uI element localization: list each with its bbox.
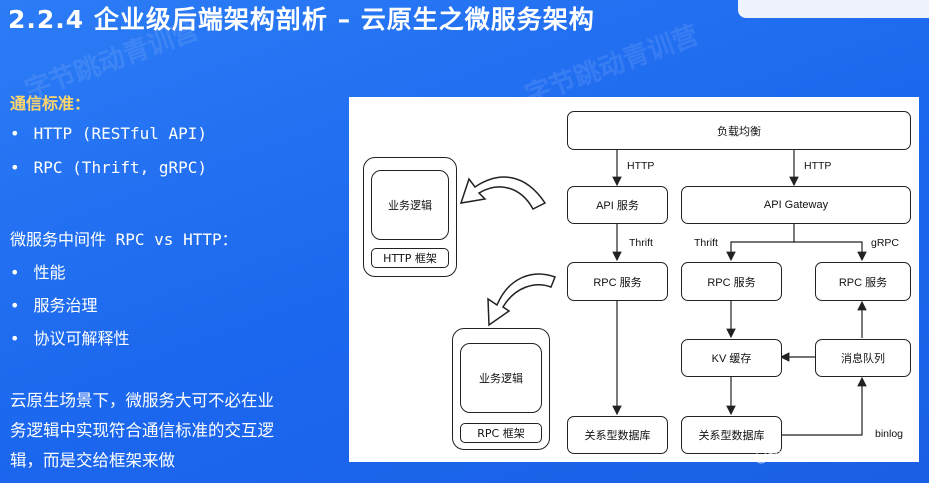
architecture-diagram: 负载均衡 HTTP HTTP API 服务 API Gateway Thrift… [349, 97, 919, 462]
relational-db-box: 关系型数据库 [567, 416, 668, 454]
section-heading-middleware: 微服务中间件 RPC vs HTTP： [10, 230, 238, 249]
list-item: HTTP (RESTful API) [10, 124, 207, 143]
paragraph-line: 务逻辑中实现符合通信标准的交互逻 [10, 421, 274, 440]
list-item: 协议可解释性 [10, 325, 129, 349]
business-logic-box: 业务逻辑 [460, 343, 542, 413]
rpc-service-box: RPC 服务 [815, 262, 911, 301]
protocol-label: gRPC [871, 237, 900, 249]
business-logic-box: 业务逻辑 [371, 170, 449, 240]
top-right-toolbar [738, 0, 929, 18]
protocol-label: HTTP [804, 160, 832, 172]
framework-label: HTTP 框架 [371, 248, 449, 268]
list-item: 服务治理 [10, 292, 97, 316]
protocol-label: Thrift [629, 237, 653, 249]
binlog-label: binlog [875, 428, 904, 440]
protocol-label: HTTP [627, 160, 655, 172]
api-gateway-box: API Gateway [681, 186, 911, 224]
message-queue-box: 消息队列 [815, 339, 911, 377]
curved-arrow-icon [487, 273, 556, 327]
http-framework-box: 业务逻辑 HTTP 框架 [363, 157, 457, 277]
diagram-connectors [459, 149, 867, 436]
list-item: 性能 [10, 259, 65, 283]
rpc-service-box: RPC 服务 [681, 262, 782, 301]
footer-watermark: @稀土掘金技术社区 [754, 449, 880, 465]
kv-cache-box: KV 缓存 [681, 339, 782, 377]
rpc-service-box: RPC 服务 [567, 262, 668, 301]
list-item: RPC (Thrift, gRPC) [10, 158, 207, 177]
paragraph-line: 辑，而是交给框架来做 [10, 451, 175, 470]
protocol-label: Thrift [694, 237, 718, 249]
framework-label: RPC 框架 [460, 423, 542, 443]
curved-arrow-icon [459, 176, 547, 210]
section-heading-communication: 通信标准： [10, 94, 91, 113]
paragraph-line: 云原生场景下，微服务大可不必在业 [10, 391, 274, 410]
slide-title: 2.2.4 企业级后端架构剖析 – 云原生之微服务架构 [8, 5, 595, 34]
api-service-box: API 服务 [567, 186, 668, 224]
rpc-framework-box: 业务逻辑 RPC 框架 [452, 328, 550, 450]
load-balancer-box: 负载均衡 [567, 111, 911, 150]
relational-db-box: 关系型数据库 [681, 416, 782, 454]
